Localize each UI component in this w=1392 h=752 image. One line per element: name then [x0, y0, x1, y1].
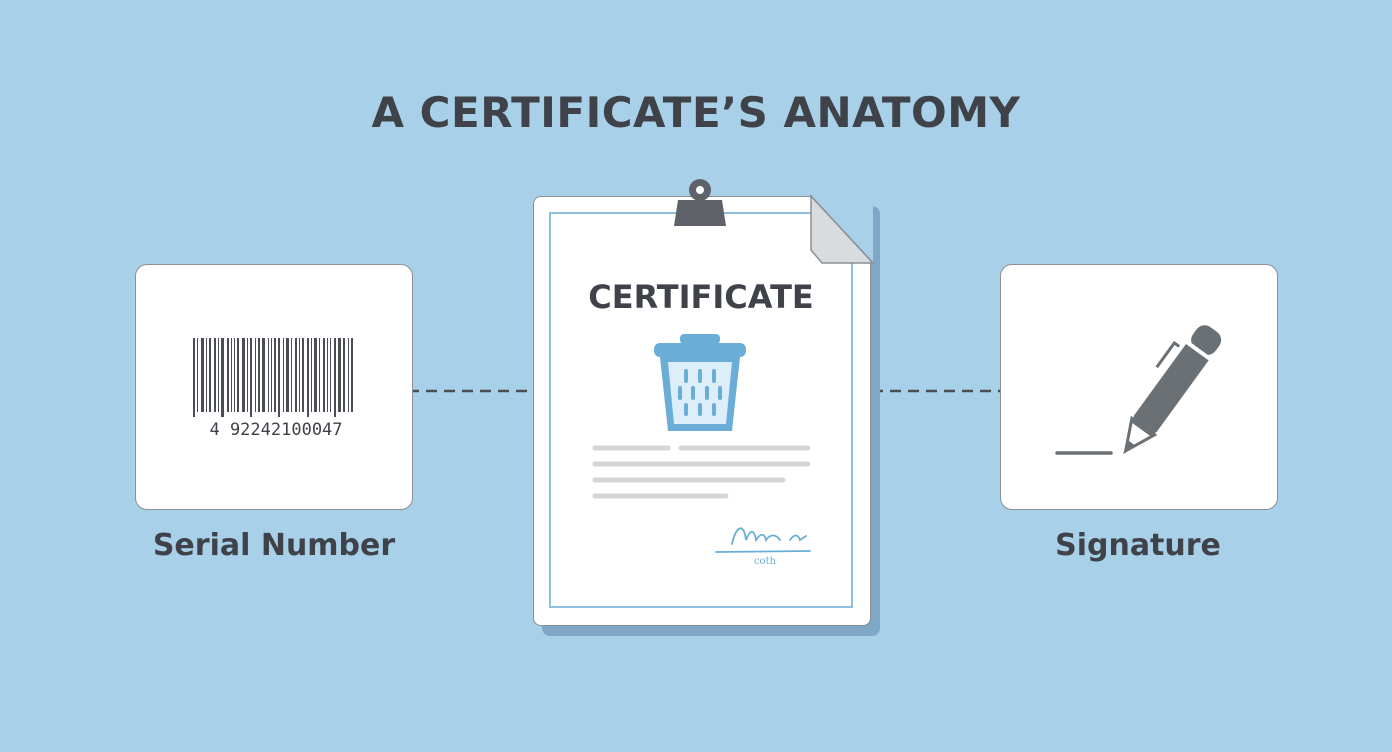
signature-caption: coth: [753, 556, 777, 567]
signature-card: [1000, 264, 1278, 510]
clip-icon: [674, 179, 726, 226]
certificate-heading: CERTIFICATE: [588, 278, 814, 316]
certificate-text-lines: [592, 445, 811, 499]
barcode-icon: 4 92242100047: [186, 338, 366, 440]
diagram-title: A CERTIFICATE’S ANATOMY: [371, 88, 1021, 137]
pen-icon: [1055, 325, 1222, 455]
basket-icon: [654, 334, 746, 431]
signature-label: Signature: [1055, 528, 1221, 563]
serial-number-label: Serial Number: [152, 528, 396, 563]
serial-number-card: 4 92242100047: [135, 264, 413, 510]
barcode-number: 4 92242100047: [209, 420, 342, 440]
certificate-signature-scribble: [715, 527, 811, 553]
